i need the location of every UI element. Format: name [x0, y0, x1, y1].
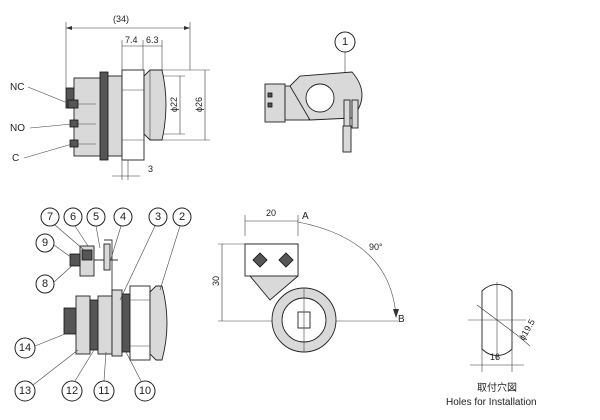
callout-6: 6	[70, 211, 76, 223]
callout-4-circle	[113, 207, 133, 227]
dim-16-label: 16	[490, 352, 500, 362]
dim-20-label: 20	[266, 208, 276, 218]
dim-3-label: 3	[148, 164, 153, 174]
callout-3-circle	[148, 207, 168, 227]
callout-13: 13	[19, 385, 31, 397]
callout-2-circle	[172, 207, 192, 227]
exploded-view: 7 6 5 4 3 2 9 8 14 13 12 11	[14, 207, 192, 402]
key-view: 1	[264, 31, 363, 153]
dim-6-3-label: 6.3	[146, 35, 159, 45]
callout-9: 9	[42, 237, 48, 249]
callout-14-circle	[14, 337, 36, 359]
callout-12-circle	[61, 380, 83, 402]
terminal-c-label: C	[12, 153, 19, 164]
side-view: (34) 7.4 6.3 ϕ22 ϕ26	[10, 14, 210, 180]
dim-phi26-label: ϕ26	[194, 97, 204, 112]
pos-a-label: A	[302, 211, 309, 222]
holes-title-en: Holes for Installation	[446, 397, 537, 408]
callout-14: 14	[19, 342, 31, 354]
dim-phi22-label: ϕ22	[169, 97, 179, 112]
callout-8-circle	[35, 274, 55, 294]
callout-3: 3	[155, 211, 161, 223]
callout-10-circle	[134, 380, 156, 402]
callout-5: 5	[93, 211, 99, 223]
callout-10: 10	[139, 385, 151, 397]
dim-7-4-label: 7.4	[125, 35, 138, 45]
callout-7: 7	[47, 211, 53, 223]
rotation-view: 20 A 30 B 90°	[211, 208, 405, 353]
pos-b-label: B	[398, 314, 405, 325]
callout-9-circle	[35, 233, 55, 253]
dim-phi19-5-label: ϕ19.5	[517, 317, 537, 342]
callout-2: 2	[179, 211, 185, 223]
holes-view: ϕ19.5 16 取付穴図 Holes for Installation	[446, 282, 537, 408]
callout-13-circle	[14, 380, 36, 402]
holes-title-jp: 取付穴図	[477, 381, 517, 394]
callout-7-circle	[40, 207, 60, 227]
callout-4: 4	[120, 211, 126, 223]
callout-12: 12	[66, 385, 78, 397]
callout-8: 8	[42, 278, 48, 290]
callout-6-circle	[63, 207, 83, 227]
terminal-no-label: NO	[10, 123, 25, 134]
angle-label: 90°	[369, 242, 383, 252]
dim-overall-label: (34)	[113, 14, 129, 24]
terminal-nc-label: NC	[10, 82, 24, 93]
dim-30-label: 30	[211, 276, 221, 286]
callout-1: 1	[342, 36, 348, 48]
callout-11: 11	[98, 385, 109, 397]
